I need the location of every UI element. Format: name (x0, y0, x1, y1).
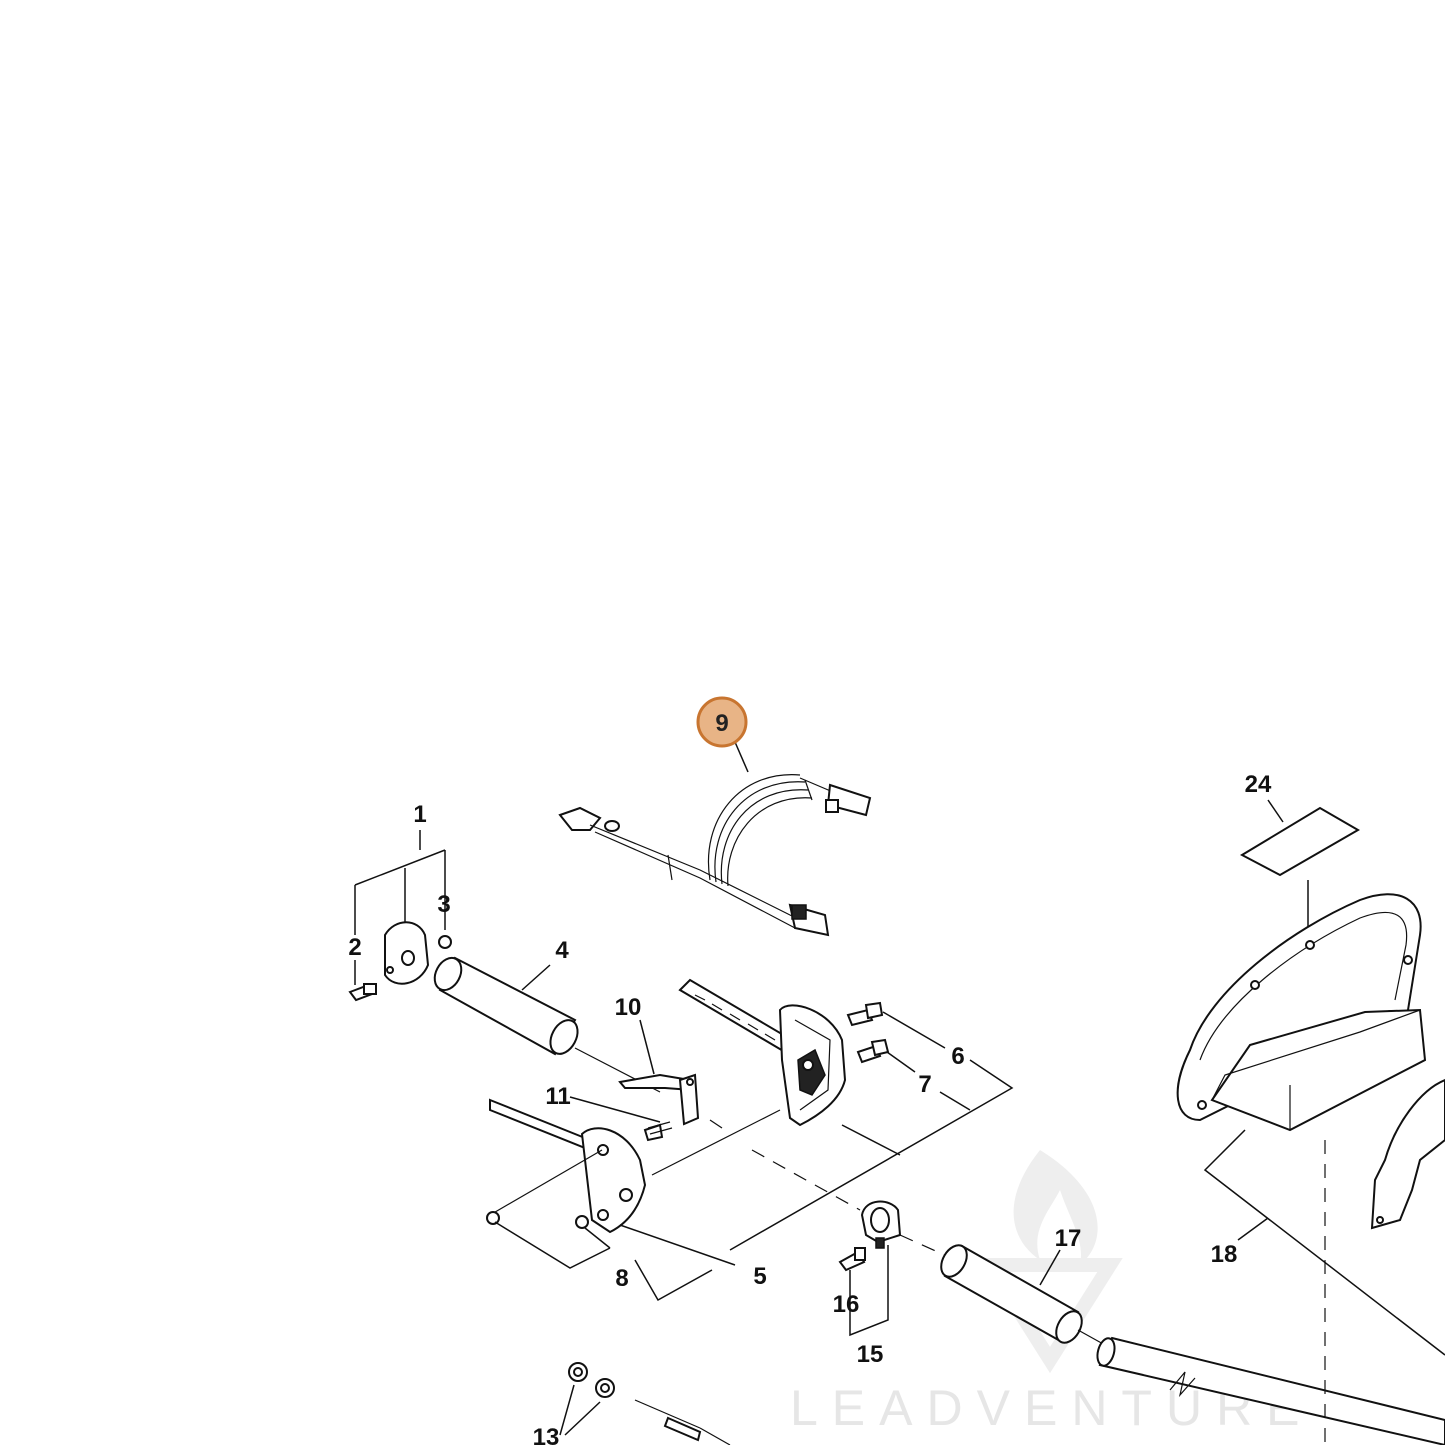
callout-15: 15 (857, 1341, 884, 1368)
callout-16: 16 (833, 1291, 860, 1318)
callout-13: 13 (533, 1424, 560, 1445)
handle-housing-left (486, 1098, 647, 1234)
clamp-assembly-15 (838, 1200, 961, 1337)
main-shaft (1096, 1336, 1445, 1445)
callout-24: 24 (1245, 771, 1272, 798)
callout-5: 5 (753, 1263, 766, 1290)
cover-assembly-18 (1176, 799, 1445, 1445)
side-bracket (1370, 1078, 1445, 1230)
callout-3: 3 (437, 891, 450, 918)
callout-2: 2 (348, 934, 361, 961)
handle-housing-right (651, 978, 847, 1176)
nuts-and-cable-13 (559, 1362, 731, 1445)
highlight-callout-9[interactable]: 9 (696, 696, 748, 748)
callout-6: 6 (951, 1043, 964, 1070)
callout-18: 18 (1211, 1241, 1238, 1268)
grip-tube-17 (940, 1244, 1106, 1346)
callout-1: 1 (413, 801, 426, 828)
screws-6-7 (729, 1001, 1014, 1251)
highlight-circle[interactable] (696, 696, 748, 748)
highlight-label: 9 (715, 710, 728, 737)
callout-7: 7 (918, 1071, 931, 1098)
grip-tube (433, 956, 661, 1093)
handle-clamp-assembly (348, 830, 452, 1002)
wiring-harness (558, 741, 872, 937)
callout-10: 10 (615, 994, 642, 1021)
callout-8: 8 (615, 1265, 628, 1292)
watermark-flame-icon (1013, 1150, 1098, 1265)
callout-17: 17 (1055, 1225, 1082, 1252)
throttle-lever-assembly (569, 1019, 723, 1142)
callout-11: 11 (545, 1083, 570, 1110)
leaders-5-8 (494, 1149, 861, 1302)
callout-4: 4 (555, 937, 569, 964)
